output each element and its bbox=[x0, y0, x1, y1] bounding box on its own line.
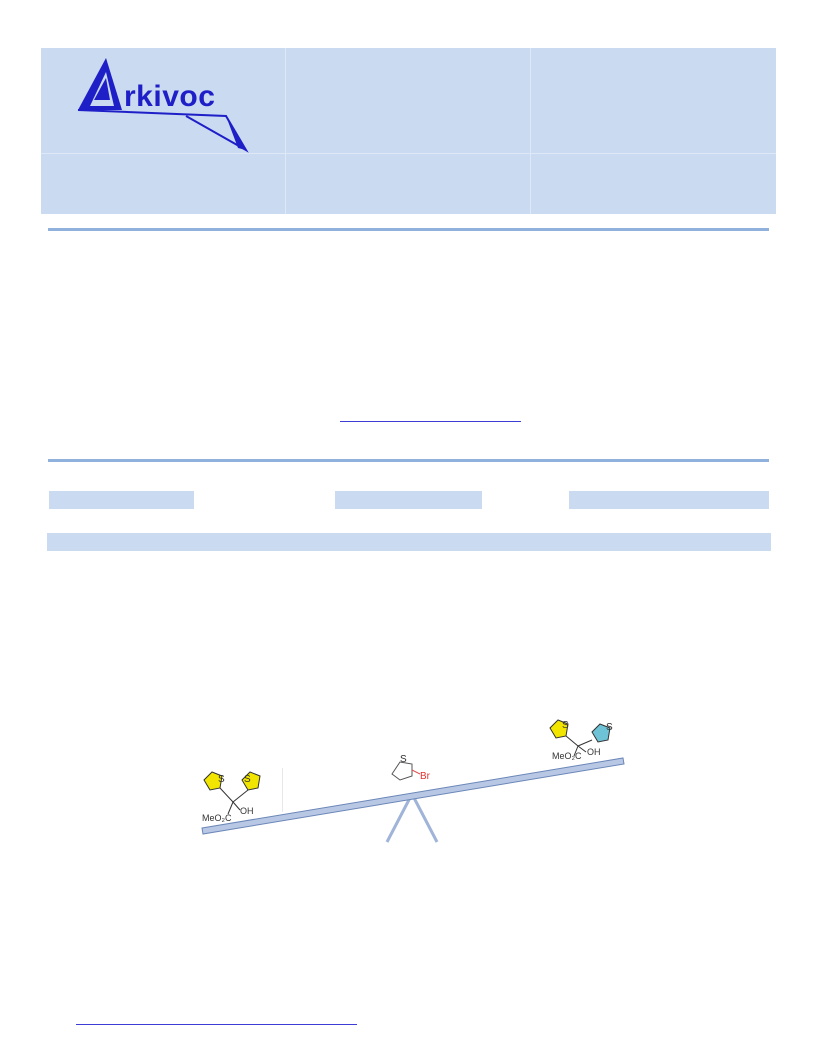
right-molecule: S S MeO₂C OH bbox=[549, 719, 613, 761]
right-s1-label: S bbox=[562, 720, 569, 731]
left-ester-label: MeO₂C bbox=[202, 813, 232, 823]
journal-header bbox=[41, 48, 776, 214]
published-date-bar bbox=[569, 491, 769, 509]
header-divider bbox=[285, 48, 286, 214]
seesaw-beam bbox=[201, 757, 625, 835]
center-s-label: S bbox=[400, 754, 407, 765]
seesaw-fulcrum bbox=[385, 793, 414, 843]
accepted-date-bar bbox=[335, 491, 482, 509]
graphic-divider bbox=[282, 768, 283, 812]
abstract-heading-bar bbox=[47, 533, 771, 551]
graphical-abstract: S S MeO₂C OH S Br S S MeO₂C OH bbox=[201, 719, 625, 843]
journal-logo bbox=[77, 58, 249, 153]
right-s2-label: S bbox=[606, 722, 613, 733]
header-divider bbox=[530, 48, 531, 214]
left-hydroxyl-label: OH bbox=[240, 806, 254, 816]
journal-logo-text: rkivoc bbox=[124, 80, 216, 113]
left-s1-label: S bbox=[218, 774, 225, 785]
right-hydroxyl-label: OH bbox=[587, 747, 601, 757]
left-s2-label: S bbox=[244, 774, 251, 785]
center-reagent: S Br bbox=[391, 754, 431, 782]
right-ester-label: MeO₂C bbox=[552, 751, 582, 761]
header-divider bbox=[41, 153, 776, 154]
footnote-link-underline[interactable] bbox=[76, 1024, 357, 1025]
seesaw-fulcrum bbox=[410, 793, 439, 843]
section-rule bbox=[48, 228, 769, 231]
received-date-bar bbox=[49, 491, 194, 509]
doi-link-underline[interactable] bbox=[340, 421, 521, 422]
left-molecule: S S MeO₂C OH bbox=[202, 771, 261, 823]
center-br-label: Br bbox=[420, 771, 431, 782]
section-rule bbox=[48, 459, 769, 462]
